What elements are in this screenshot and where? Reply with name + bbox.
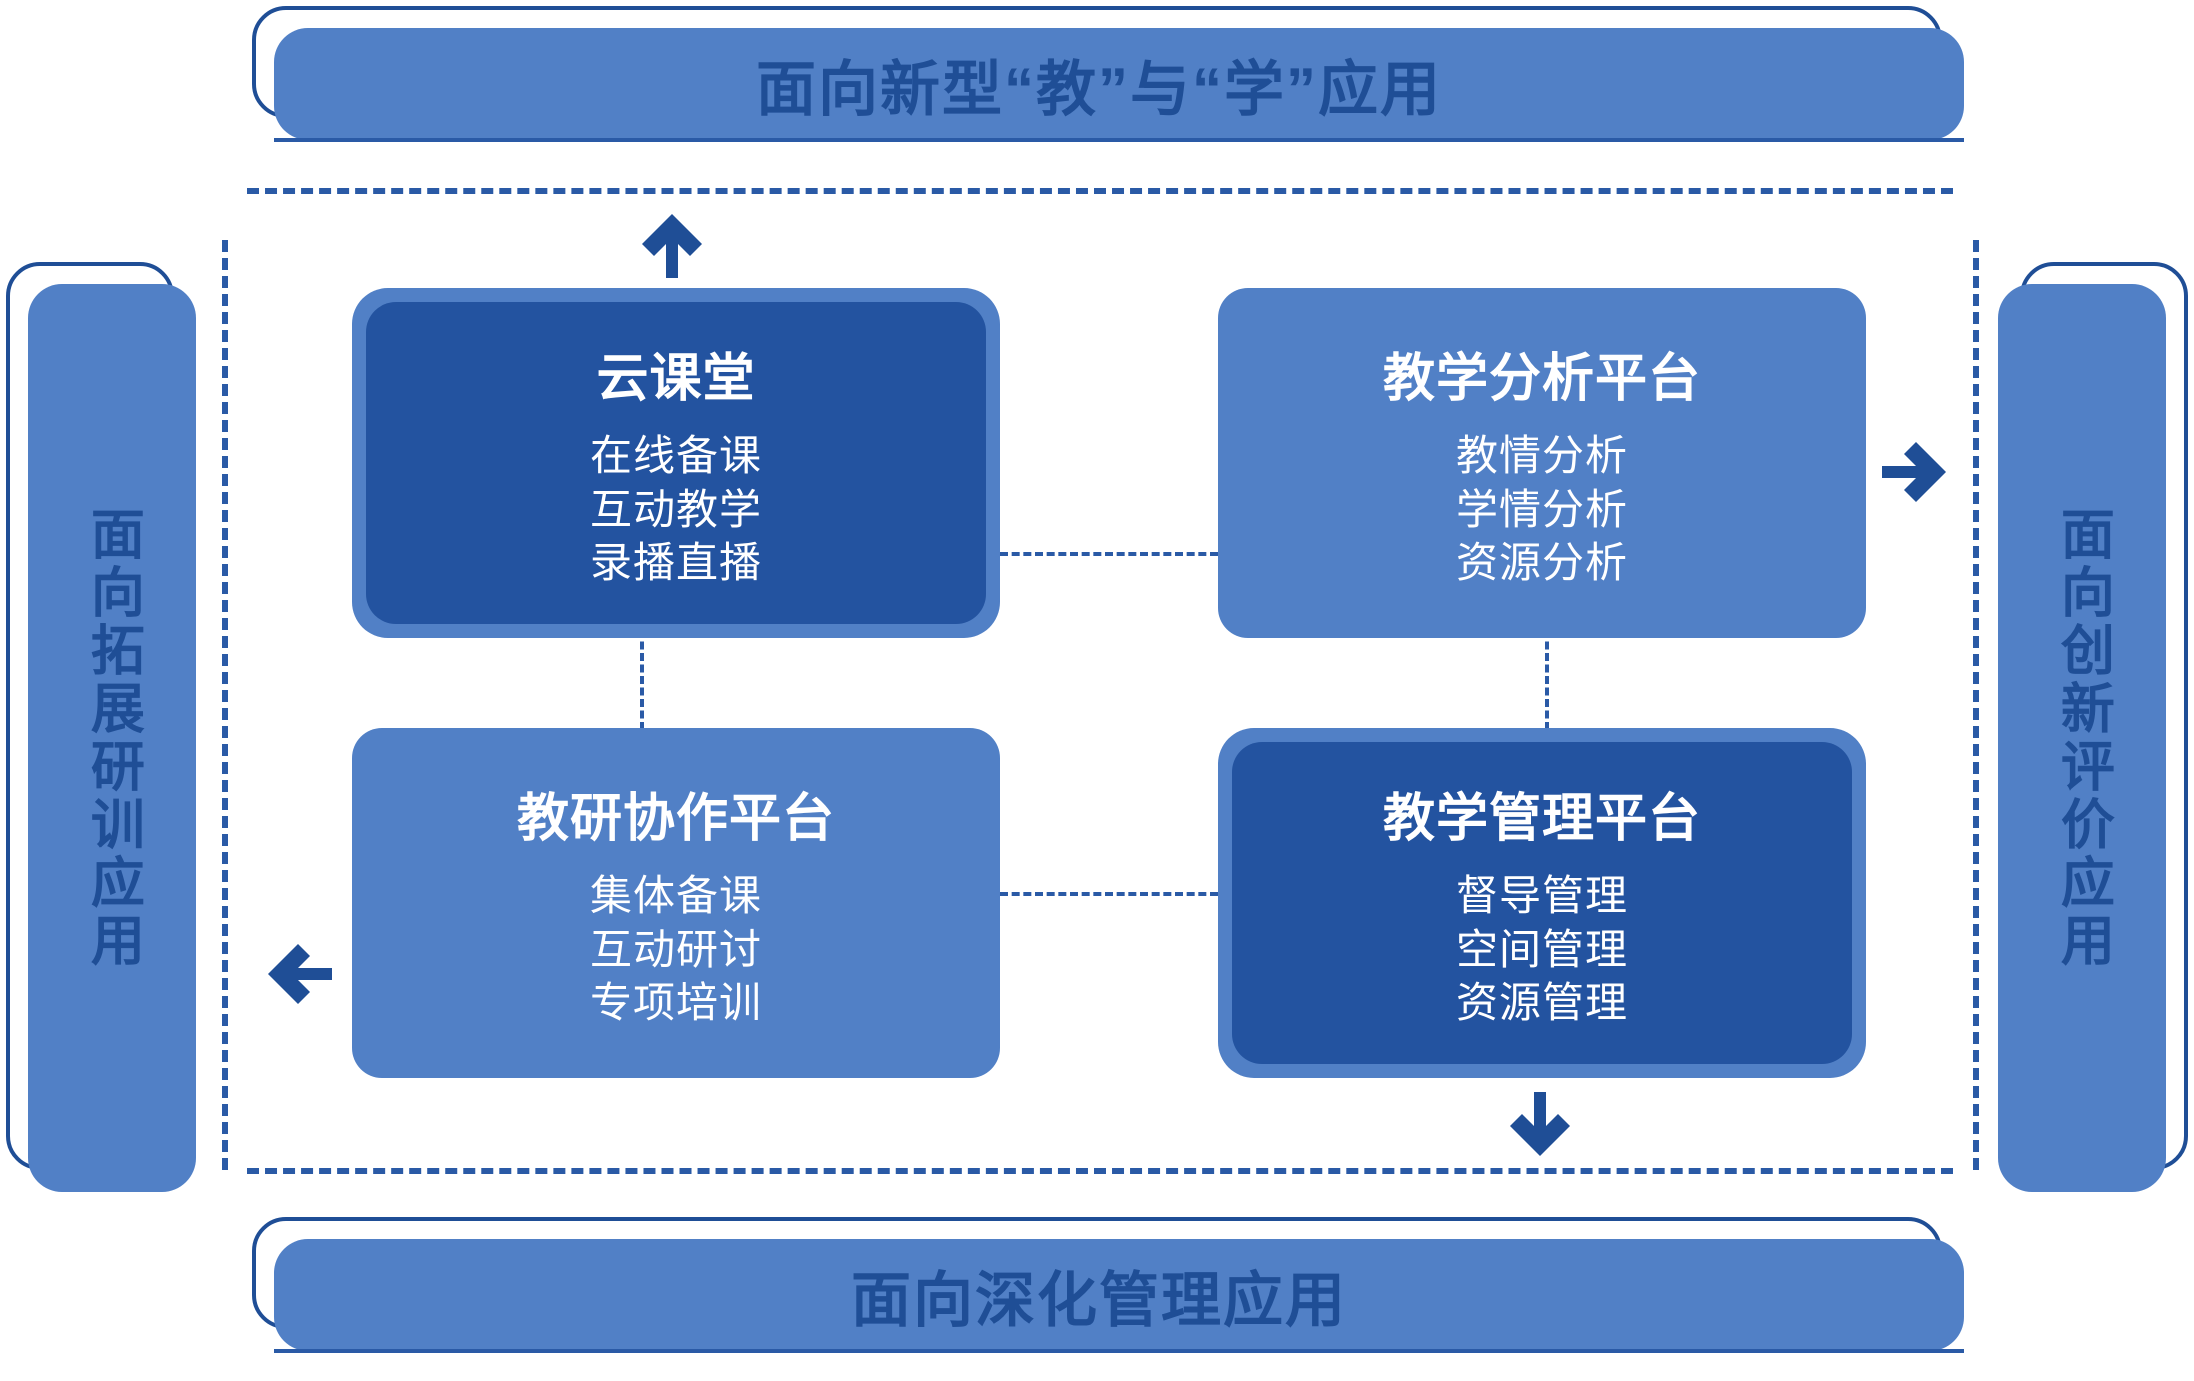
side-panel-right-fill: 面向创新评价应用 (1998, 284, 2166, 1192)
arrow-up-icon (636, 210, 708, 282)
banner-bottom-label: 面向深化管理应用 (851, 1266, 1347, 1334)
side-panel-left-fill: 面向拓展研训应用 (28, 284, 196, 1192)
card-item: 录播直播 (589, 539, 762, 587)
side-panel-right-label: 面向创新评价应用 (2052, 506, 2113, 970)
frame-dashed-left (222, 240, 228, 1170)
card-teaching-management-platform-body: 教学管理平台 督导管理 空间管理 资源管理 (1232, 742, 1852, 1064)
frame-dashed-top (247, 188, 1953, 194)
card-research-collaboration-platform[interactable]: 教研协作平台 集体备课 互动研讨 专项培训 (352, 728, 1000, 1078)
card-item: 互动研讨 (589, 925, 762, 973)
arrow-down-icon (1504, 1088, 1576, 1160)
card-title: 教学管理平台 (1382, 789, 1701, 848)
banner-top: 面向新型“教”与“学”应用 (252, 6, 1964, 142)
frame-dashed-right (1973, 240, 1979, 1170)
banner-top-underline (274, 138, 1964, 142)
card-item: 互动教学 (589, 485, 762, 533)
frame-dashed-bottom (247, 1168, 1953, 1174)
card-item: 教情分析 (1455, 431, 1628, 479)
card-item: 在线备课 (589, 431, 762, 479)
banner-bottom-fill: 面向深化管理应用 (274, 1239, 1964, 1351)
banner-top-fill: 面向新型“教”与“学”应用 (274, 28, 1964, 140)
card-teaching-analysis-platform-body: 教学分析平台 教情分析 学情分析 资源分析 (1218, 288, 1866, 638)
card-item: 空间管理 (1455, 925, 1628, 973)
side-panel-left: 面向拓展研训应用 (6, 262, 196, 1192)
connector-research-to-management (1000, 892, 1218, 896)
card-item: 资源分析 (1455, 539, 1628, 587)
side-panel-left-label: 面向拓展研训应用 (82, 506, 143, 970)
connector-analysis-to-management (1545, 630, 1549, 730)
card-item: 督导管理 (1455, 871, 1628, 919)
banner-top-label: 面向新型“教”与“学”应用 (756, 55, 1442, 123)
connector-cloud-to-analysis (1000, 552, 1218, 556)
card-title: 教学分析平台 (1382, 349, 1701, 408)
arrow-right-icon (1878, 436, 1950, 508)
card-title: 云课堂 (596, 349, 756, 408)
card-research-collaboration-platform-body: 教研协作平台 集体备课 互动研讨 专项培训 (352, 728, 1000, 1078)
card-item: 专项培训 (589, 979, 762, 1027)
banner-bottom-underline (274, 1349, 1964, 1353)
card-cloud-classroom[interactable]: 云课堂 在线备课 互动教学 录播直播 (352, 288, 1000, 638)
card-item: 学情分析 (1455, 485, 1628, 533)
card-title: 教研协作平台 (516, 789, 835, 848)
card-item: 资源管理 (1455, 979, 1628, 1027)
connector-cloud-to-research (640, 630, 644, 730)
card-teaching-management-platform[interactable]: 教学管理平台 督导管理 空间管理 资源管理 (1218, 728, 1866, 1078)
card-teaching-analysis-platform[interactable]: 教学分析平台 教情分析 学情分析 资源分析 (1218, 288, 1866, 638)
arrow-left-icon (264, 938, 336, 1010)
side-panel-right: 面向创新评价应用 (1998, 262, 2188, 1192)
card-cloud-classroom-body: 云课堂 在线备课 互动教学 录播直播 (366, 302, 986, 624)
card-item: 集体备课 (589, 871, 762, 919)
banner-bottom: 面向深化管理应用 (252, 1217, 1964, 1353)
